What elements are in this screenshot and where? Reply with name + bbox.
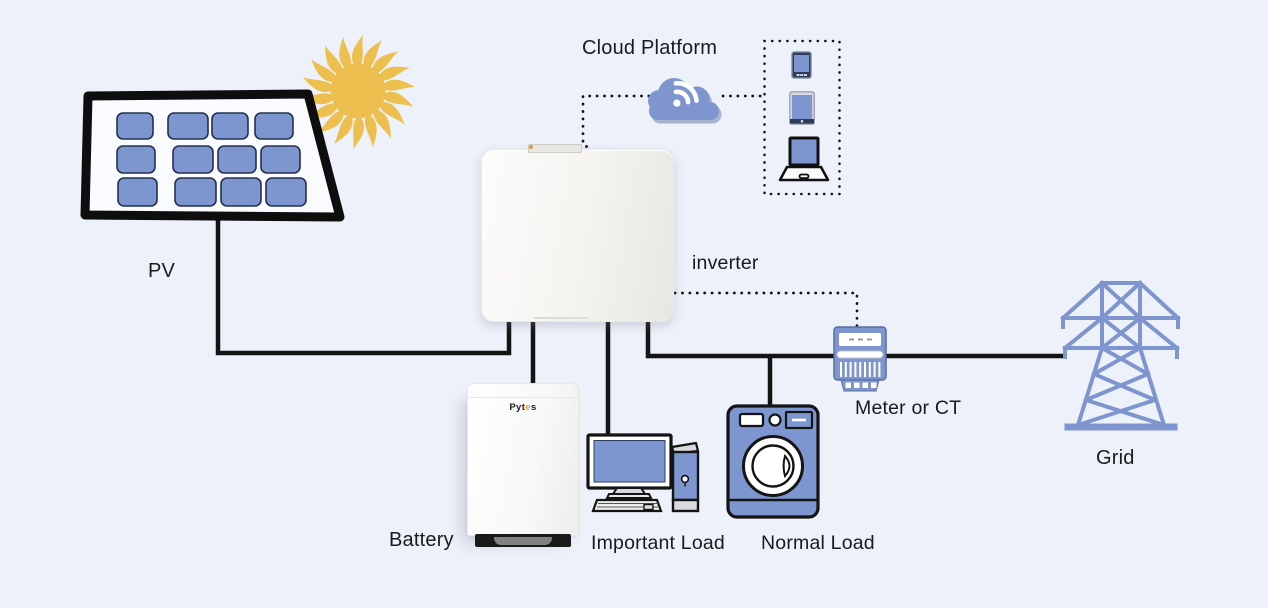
pv-to-inverter-wire (215, 210, 512, 356)
pv-label: PV (148, 260, 176, 282)
desktop-computer-icon (586, 433, 700, 513)
washer-door-handle (782, 453, 791, 479)
meter-terminals (845, 382, 877, 388)
solar-panel-icon (80, 89, 345, 222)
inverter-label: inverter (692, 252, 759, 274)
solar-panel-cells (116, 112, 307, 207)
cloud-platform-label: Cloud Platform (582, 37, 718, 59)
transmission-tower-icon (1060, 280, 1181, 431)
wifi-icon (673, 81, 699, 107)
laptop-icon (778, 136, 830, 182)
inverter-antenna-dot (585, 145, 588, 148)
inverter-bottom-seam (534, 317, 588, 319)
monitor-screen (593, 440, 666, 483)
meter-vents (840, 362, 881, 377)
devices-dotted-box (763, 39, 841, 196)
battery-brand-logo: Pytes (509, 402, 537, 413)
inverter-top-bracket (528, 144, 582, 153)
inverter-unit (481, 144, 674, 322)
battery-seam (469, 397, 577, 398)
meter-slot (836, 350, 884, 359)
sun-icon (300, 35, 416, 149)
smartphone-icon (791, 51, 812, 79)
washing-machine-icon (726, 404, 820, 519)
washer-knob (768, 413, 782, 427)
battery-logo-accent-letter: e (525, 402, 531, 413)
tablet-icon (789, 91, 815, 125)
cloud-to-inverter-link (581, 94, 651, 150)
pc-tower-base (671, 498, 700, 513)
cloud-wifi-icon (648, 78, 722, 124)
grid-label: Grid (1096, 447, 1135, 469)
battery-base (475, 534, 571, 547)
battery-unit: Pytes (467, 383, 579, 547)
battery-base-recess (494, 537, 552, 545)
monitor-stand-base (605, 493, 653, 499)
sun-disc (330, 63, 386, 119)
inverter-led-dot (529, 145, 533, 149)
battery-label: Battery (389, 529, 454, 551)
inverter-to-grid-wire (645, 316, 1065, 359)
energy-meter-icon (833, 326, 887, 392)
sun-rays (300, 35, 416, 149)
meter-or-ct-label: Meter or CT (855, 397, 962, 419)
important-load-label: Important Load (591, 532, 725, 554)
normal-load-label: Normal Load (761, 532, 875, 554)
inverter-to-meter-link (673, 291, 859, 330)
battery-body: Pytes (467, 383, 579, 536)
washer-detergent-drawer (738, 412, 765, 428)
